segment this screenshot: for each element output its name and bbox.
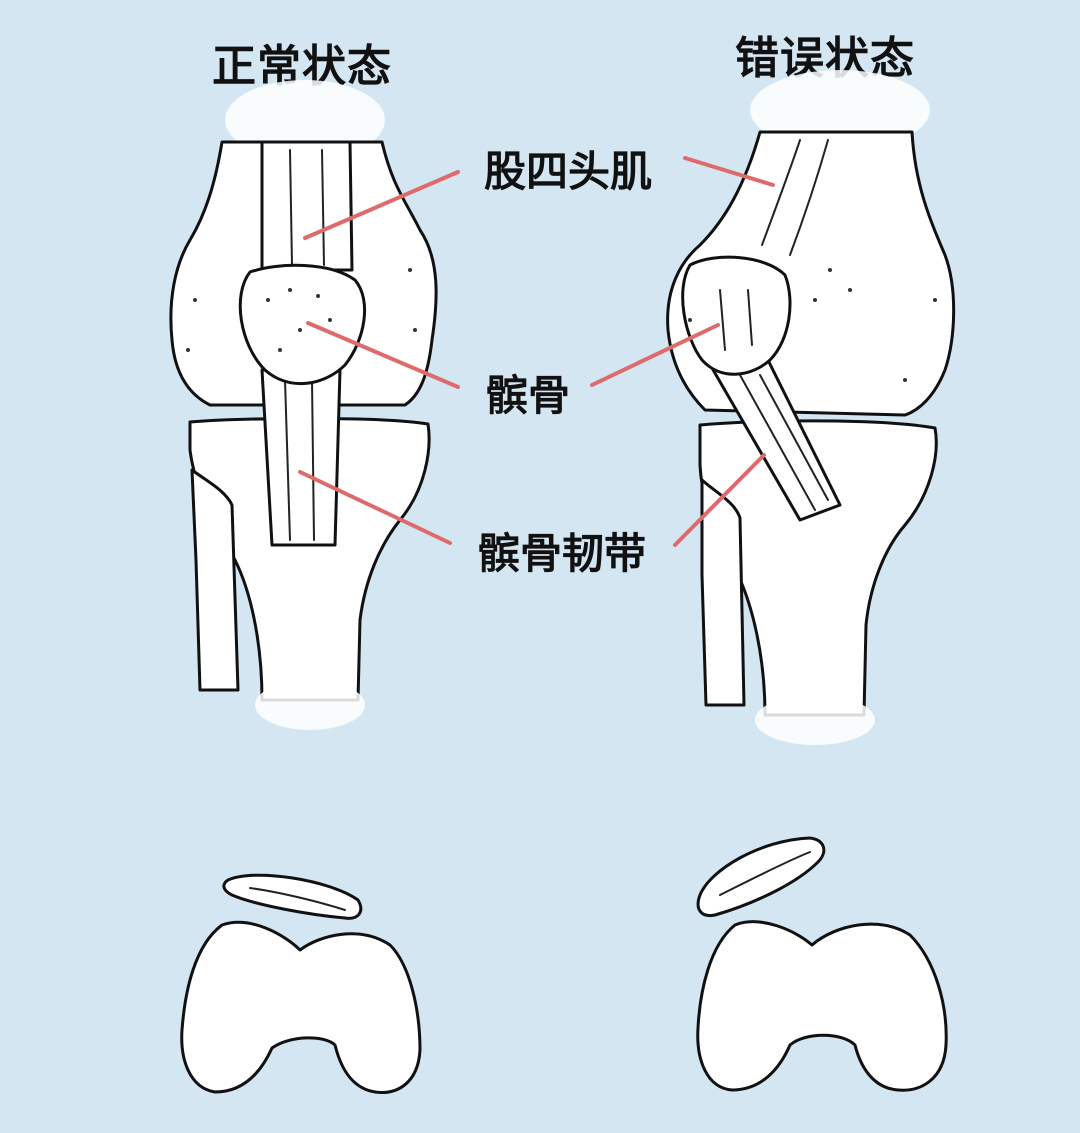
label-patellar-ligament: 髌骨韧带 (478, 529, 647, 578)
wrong-fibula (700, 478, 746, 707)
normal-axial-femur (180, 920, 422, 1094)
leader-patella-normal (306, 321, 460, 389)
wrong-femur-top-fade (750, 70, 930, 150)
leader-quadriceps-normal (303, 170, 460, 240)
leader-ligament-normal (298, 470, 452, 545)
normal-patella (238, 263, 367, 386)
normal-tibia-bottom-fade (255, 680, 365, 730)
wrong-tibia-bottom-fade (755, 695, 875, 745)
normal-patellar-ligament (260, 368, 342, 547)
wrong-patella (681, 255, 792, 376)
wrong-knee-axial (696, 836, 948, 1092)
normal-knee-front (169, 80, 438, 730)
label-patella: 髌骨 (486, 371, 571, 420)
normal-quadriceps-tendon (260, 140, 354, 272)
leader-quadriceps-wrong (683, 156, 775, 187)
leader-patella-wrong (590, 323, 720, 387)
normal-fibula (190, 468, 240, 692)
wrong-knee-front (666, 70, 956, 745)
leader-ligament-wrong (673, 453, 766, 547)
label-quadriceps: 股四头肌 (484, 147, 653, 196)
normal-knee-axial (180, 873, 422, 1094)
wrong-axial-patella (696, 836, 826, 918)
wrong-axial-femur (696, 920, 948, 1092)
normal-femur-top-fade (225, 80, 385, 160)
wrong-quadriceps-tendon (761, 139, 829, 256)
